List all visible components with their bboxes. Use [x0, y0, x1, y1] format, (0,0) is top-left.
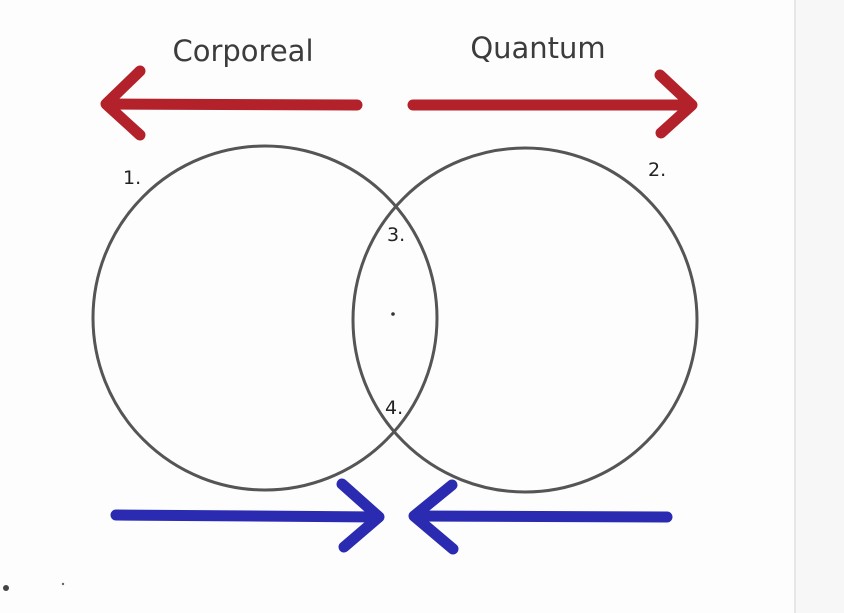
region-label-three: 3. [387, 224, 405, 246]
left-inward-arrow [110, 478, 385, 553]
center-dot [391, 312, 395, 316]
right-outward-arrow [407, 69, 698, 139]
region-label-one: 1. [123, 167, 141, 189]
scan-edge-line [794, 0, 796, 613]
region-label-four: 4. [385, 397, 403, 419]
corporeal-title: Corporeal [172, 34, 313, 68]
quantum-title: Quantum [470, 31, 605, 65]
region-label-two: 2. [648, 159, 666, 181]
left-outward-arrow [100, 65, 363, 141]
right-circle [351, 146, 699, 494]
scan-margin [796, 0, 844, 613]
scan-speck [3, 585, 9, 591]
scan-speck [61, 582, 65, 586]
right-inward-arrow [408, 479, 673, 555]
left-circle [91, 144, 439, 492]
